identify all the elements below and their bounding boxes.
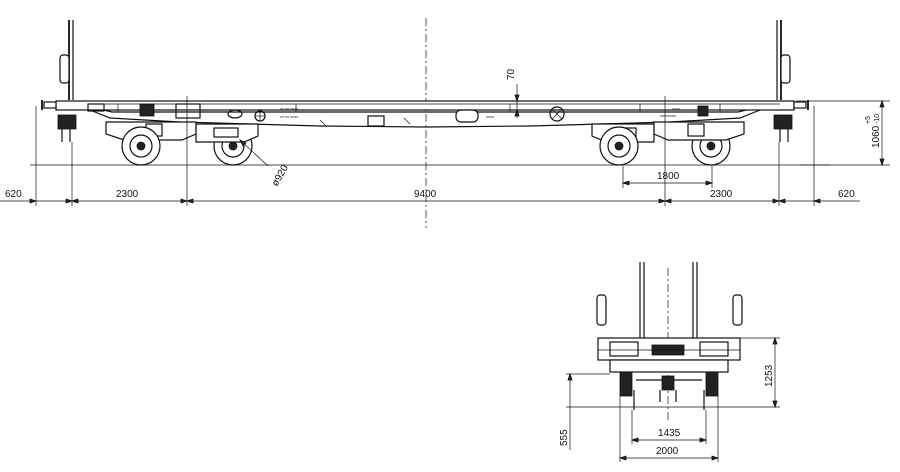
dim-width: 2000 <box>656 446 679 457</box>
wheelbase-dimension <box>621 180 714 186</box>
bogie-right <box>591 121 745 166</box>
wheel-left-end <box>619 371 633 397</box>
stanchion-left <box>59 20 74 100</box>
end-low-dimension <box>567 372 573 450</box>
stanchion-right <box>776 20 791 100</box>
dim-gauge: 1435 <box>658 428 681 439</box>
coupling-right <box>773 114 793 142</box>
dim-end-height: 1253 <box>764 364 775 387</box>
bottom-dimension-chain <box>0 198 860 204</box>
svg-text:xx xx xxxx: xx xx xxxx <box>280 114 298 119</box>
dim-pivot-spacing: 9400 <box>414 189 437 200</box>
buffer-left <box>41 100 57 110</box>
coupling-left <box>57 114 77 142</box>
gauge-dimension <box>630 410 708 444</box>
frame-details: xx xx xxxx xx xx xxxx xxxx xxxx <box>87 103 721 127</box>
end-height-dimension <box>772 336 778 409</box>
dim-wheel-diameter: ø920 <box>270 163 291 189</box>
dim-wheelbase: 1800 <box>657 171 680 182</box>
wheel-right-end <box>705 371 719 397</box>
side-view: xx xx xxxx xx xx xxxx xxxx xxxx <box>0 18 890 228</box>
dimension-extension-lines <box>35 96 815 206</box>
svg-text:xxxx: xxxx <box>486 114 494 119</box>
dim-deck-tol-upper: +5 <box>865 116 872 124</box>
svg-text:xxxx: xxxx <box>672 106 680 111</box>
dim-end-left: 620 <box>5 189 22 200</box>
dim-deck-tol-lower: -10 <box>874 114 881 124</box>
bogie-left <box>105 121 259 166</box>
width-dimension <box>618 396 720 462</box>
handle-right <box>732 294 743 326</box>
dim-555: 555 <box>559 429 570 446</box>
offset-dimension <box>514 84 520 118</box>
dim-offset: 70 <box>506 68 517 80</box>
end-view: 1253 555 1435 2000 <box>559 262 780 462</box>
buffer-right <box>793 100 809 110</box>
dim-deck-height: 1060 <box>871 125 882 148</box>
handle-left <box>596 294 607 326</box>
dim-bogie-right: 2300 <box>710 189 733 200</box>
deck-height-dimension <box>796 99 890 167</box>
wheel-diameter-leader <box>239 139 269 167</box>
dim-end-right: 620 <box>838 189 855 200</box>
svg-text:xx xx xxxx: xx xx xxxx <box>280 106 298 111</box>
dim-bogie-left: 2300 <box>116 189 139 200</box>
